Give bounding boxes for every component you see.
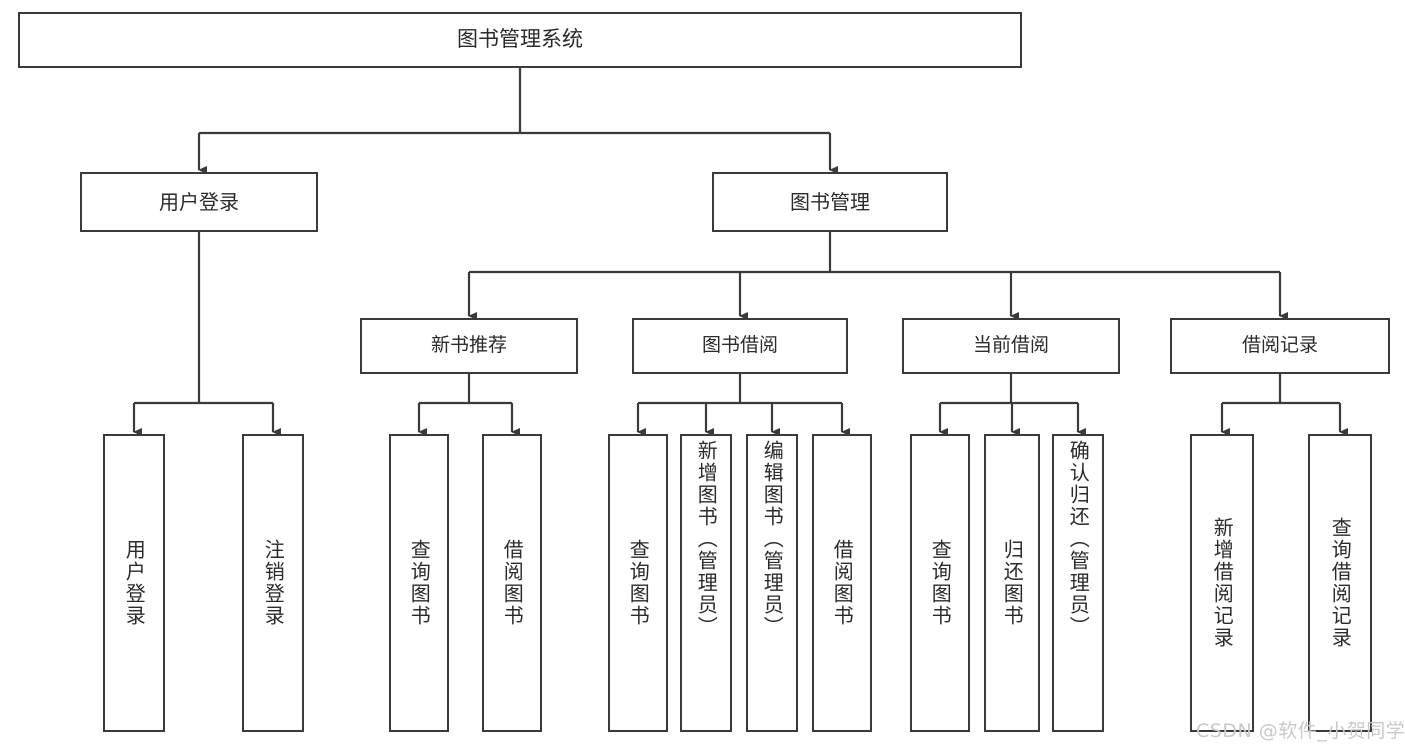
node-leaf-add-record-label: 新增借阅记录 bbox=[1210, 517, 1235, 649]
node-leaf-query-record[interactable]: 查询借阅记录 bbox=[1308, 434, 1372, 732]
node-leaf-query-book-2[interactable]: 查询图书 bbox=[608, 434, 668, 732]
node-root[interactable]: 图书管理系统 bbox=[18, 12, 1022, 68]
node-leaf-edit-book-label: 编辑图书（管理员） bbox=[760, 440, 785, 638]
node-book-borrow[interactable]: 图书借阅 bbox=[632, 318, 848, 374]
node-leaf-query-book-1[interactable]: 查询图书 bbox=[389, 434, 449, 732]
node-leaf-query-book-3-label: 查询图书 bbox=[928, 539, 953, 627]
node-new-book-recommend-label: 新书推荐 bbox=[430, 334, 507, 357]
node-borrow-record[interactable]: 借阅记录 bbox=[1170, 318, 1390, 374]
node-leaf-borrow-book-1-label: 借阅图书 bbox=[500, 539, 525, 627]
node-leaf-edit-book[interactable]: 编辑图书（管理员） bbox=[746, 434, 798, 732]
node-new-book-recommend[interactable]: 新书推荐 bbox=[360, 318, 578, 374]
node-leaf-query-book-1-label: 查询图书 bbox=[407, 539, 432, 627]
node-current-borrow-label: 当前借阅 bbox=[972, 334, 1049, 357]
node-user-login-label: 用户登录 bbox=[159, 189, 239, 214]
node-leaf-add-record[interactable]: 新增借阅记录 bbox=[1190, 434, 1254, 732]
node-leaf-query-record-label: 查询借阅记录 bbox=[1328, 517, 1353, 649]
node-borrow-record-label: 借阅记录 bbox=[1241, 334, 1318, 357]
node-leaf-return-book-label: 归还图书 bbox=[1000, 539, 1025, 627]
node-book-manage[interactable]: 图书管理 bbox=[712, 172, 948, 232]
node-leaf-borrow-book-1[interactable]: 借阅图书 bbox=[482, 434, 542, 732]
watermark: CSDN @软件_小贺同学 bbox=[1196, 720, 1405, 742]
node-user-login[interactable]: 用户登录 bbox=[80, 172, 318, 232]
node-leaf-borrow-book-2-label: 借阅图书 bbox=[830, 539, 855, 627]
node-book-manage-label: 图书管理 bbox=[790, 189, 870, 214]
node-leaf-confirm-return-label: 确认归还（管理员） bbox=[1066, 440, 1091, 638]
node-leaf-borrow-book-2[interactable]: 借阅图书 bbox=[812, 434, 872, 732]
node-leaf-add-book-label: 新增图书（管理员） bbox=[694, 440, 719, 638]
node-root-label: 图书管理系统 bbox=[457, 27, 583, 52]
node-book-borrow-label: 图书借阅 bbox=[701, 334, 778, 357]
node-leaf-confirm-return[interactable]: 确认归还（管理员） bbox=[1052, 434, 1104, 732]
node-leaf-user-login-label: 用户登录 bbox=[122, 539, 147, 627]
node-leaf-logout-label: 注销登录 bbox=[261, 539, 286, 627]
node-leaf-query-book-3[interactable]: 查询图书 bbox=[910, 434, 970, 732]
node-leaf-logout[interactable]: 注销登录 bbox=[242, 434, 304, 732]
node-leaf-add-book[interactable]: 新增图书（管理员） bbox=[680, 434, 732, 732]
connector-lines bbox=[132, 68, 1348, 436]
node-leaf-return-book[interactable]: 归还图书 bbox=[984, 434, 1040, 732]
node-current-borrow[interactable]: 当前借阅 bbox=[902, 318, 1120, 374]
node-leaf-user-login[interactable]: 用户登录 bbox=[103, 434, 165, 732]
node-leaf-query-book-2-label: 查询图书 bbox=[626, 539, 651, 627]
